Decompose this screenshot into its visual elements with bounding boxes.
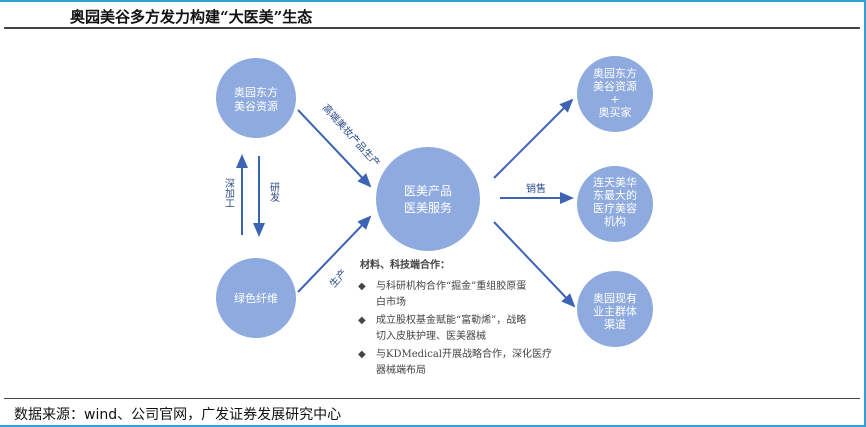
title-divider bbox=[4, 27, 860, 29]
edge-label-deep-process: 深加工 bbox=[223, 178, 235, 208]
node-text: 奥买家 bbox=[599, 105, 632, 119]
arrow-to-right-top bbox=[493, 98, 574, 179]
node-left-bottom bbox=[216, 258, 296, 338]
bullet-icon: ◆ bbox=[358, 315, 366, 326]
node-right-bottom bbox=[577, 271, 653, 347]
node-text: 医美服务 bbox=[404, 200, 452, 215]
node-text: 奥园东方 bbox=[234, 85, 278, 99]
node-text: 业主群体 bbox=[593, 304, 637, 318]
note-line: 器械端布局 bbox=[376, 363, 426, 376]
note-line: 与科研机构合作“掘金”重组胶原蛋 bbox=[376, 279, 526, 292]
page-title: 奥园美谷多方发力构建“大医美”生态 bbox=[70, 8, 313, 26]
edge-label-produce: 生产 bbox=[327, 266, 350, 290]
arrow-high-end bbox=[297, 109, 372, 188]
node-text: 东最大的 bbox=[593, 188, 637, 202]
note-line: 切入皮肤护理、医美器械 bbox=[376, 329, 486, 342]
node-text: 美谷资源 bbox=[234, 99, 278, 113]
node-text: + bbox=[610, 93, 619, 106]
arrow-produce bbox=[297, 215, 372, 293]
data-source: 数据来源：wind、公司官网，广发证券发展研究中心 bbox=[14, 407, 342, 423]
note-line: 成立股权基金赋能“富勒烯”，战略 bbox=[376, 313, 526, 326]
arrow-to-right-bottom bbox=[493, 221, 576, 308]
node-center bbox=[376, 147, 480, 251]
right-border bbox=[864, 0, 866, 427]
bottom-border bbox=[0, 425, 866, 427]
edge-label-sales: 销售 bbox=[526, 182, 546, 195]
node-text: 医美产品 bbox=[404, 184, 452, 198]
top-border bbox=[0, 0, 866, 2]
node-text: 美谷资源 bbox=[593, 79, 637, 93]
note-line: 白市场 bbox=[376, 295, 406, 308]
edge-label-rnd: 研发 bbox=[268, 182, 280, 203]
node-right-mid bbox=[577, 166, 653, 242]
notes-heading: 材料、科技端合作： bbox=[360, 258, 450, 271]
node-text: 绿色纤维 bbox=[234, 291, 278, 305]
bullet-icon: ◆ bbox=[358, 281, 366, 292]
node-text: 机构 bbox=[604, 214, 626, 228]
node-text: 奥园东方 bbox=[593, 66, 637, 80]
bullet-icon: ◆ bbox=[358, 349, 366, 360]
node-text: 连天美华 bbox=[593, 175, 637, 189]
node-text: 医疗美容 bbox=[593, 201, 637, 215]
node-text: 奥园现有 bbox=[593, 291, 637, 305]
note-line: 与KDMedical开展战略合作，深化医疗 bbox=[376, 347, 552, 360]
node-left-top bbox=[216, 58, 296, 138]
edge-label-high-end: 高端美妆产品生产 bbox=[320, 101, 383, 169]
footer-divider bbox=[4, 398, 860, 399]
node-right-top bbox=[577, 56, 653, 132]
node-text: 渠道 bbox=[604, 317, 626, 331]
